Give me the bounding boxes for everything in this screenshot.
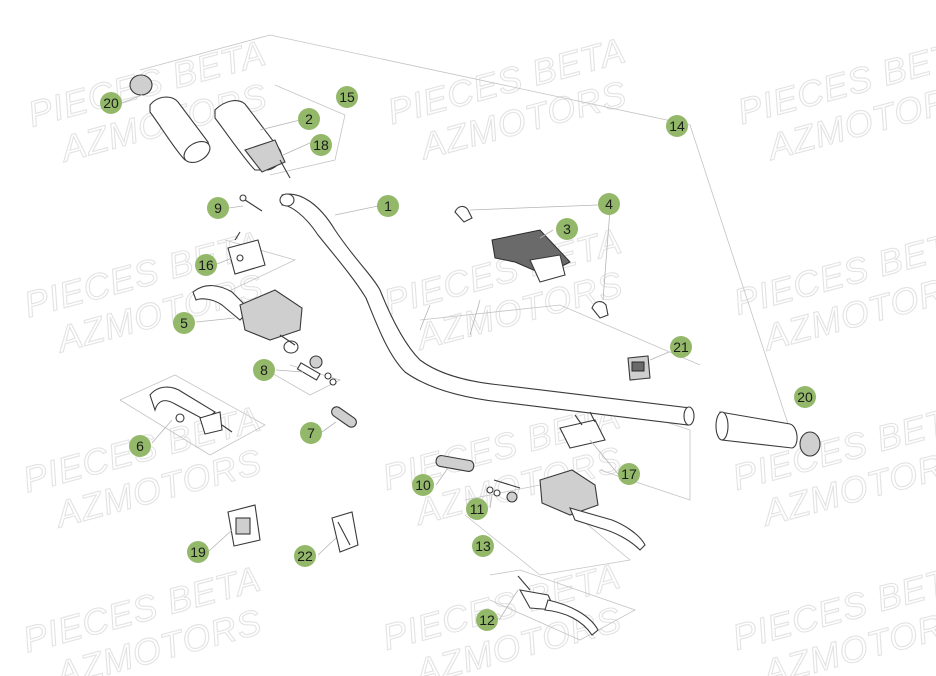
callout-2: 2 — [298, 108, 320, 130]
handlebar — [279, 193, 695, 426]
callout-1: 1 — [377, 195, 399, 217]
svg-text:9: 9 — [214, 200, 222, 216]
pin-7 — [331, 406, 357, 428]
svg-text:8: 8 — [260, 362, 268, 378]
svg-text:6: 6 — [136, 438, 144, 454]
callout-6: 6 — [129, 435, 151, 457]
callout-4: 4 — [598, 193, 620, 215]
callouts: 20 2 15 18 14 1 9 4 — [100, 86, 816, 631]
callout-14: 14 — [666, 115, 688, 137]
bracket-22 — [331, 511, 359, 553]
callout-19: 19 — [187, 541, 209, 563]
reservoir-17 — [559, 411, 606, 449]
callout-22: 22 — [294, 545, 316, 567]
svg-text:20: 20 — [797, 389, 813, 405]
callout-3: 3 — [556, 218, 578, 240]
screw-9 — [239, 194, 263, 212]
master-cylinder-right — [539, 469, 646, 551]
svg-text:13: 13 — [475, 538, 491, 554]
kit-11 — [486, 479, 521, 503]
svg-text:19: 19 — [190, 544, 206, 560]
svg-text:16: 16 — [198, 257, 214, 273]
svg-text:20: 20 — [103, 95, 119, 111]
bar-clamp-3 — [491, 229, 571, 283]
svg-text:18: 18 — [313, 137, 329, 153]
svg-text:17: 17 — [621, 466, 637, 482]
callout-10: 10 — [412, 474, 434, 496]
callout-7: 7 — [300, 422, 322, 444]
clamp-19 — [227, 504, 261, 547]
callout-17: 17 — [618, 463, 640, 485]
callout-9: 9 — [207, 197, 229, 219]
svg-text:3: 3 — [563, 221, 571, 237]
svg-text:21: 21 — [673, 339, 689, 355]
svg-text:22: 22 — [297, 548, 313, 564]
clips-4 — [454, 204, 611, 319]
callout-20-right: 20 — [794, 386, 816, 408]
clamp-16 — [227, 231, 266, 275]
callout-13: 13 — [472, 535, 494, 557]
callout-21: 21 — [670, 336, 692, 358]
master-cylinder-left — [192, 285, 303, 354]
pin-10 — [435, 455, 475, 472]
callout-5: 5 — [173, 312, 195, 334]
svg-text:14: 14 — [669, 118, 685, 134]
right-grip — [715, 411, 821, 457]
callout-18: 18 — [310, 134, 332, 156]
callout-12: 12 — [476, 609, 498, 631]
svg-text:12: 12 — [479, 612, 495, 628]
watermarks: PIECES BETA AZMOTORS PIECES BETA AZMOTOR… — [18, 29, 936, 676]
svg-text:10: 10 — [415, 477, 431, 493]
lever-12 — [517, 575, 599, 636]
svg-text:2: 2 — [305, 111, 313, 127]
callout-11: 11 — [466, 498, 488, 520]
throttle-grip — [214, 100, 291, 179]
left-grip — [129, 74, 211, 164]
callout-15: 15 — [336, 86, 358, 108]
svg-text:5: 5 — [180, 315, 188, 331]
callout-8: 8 — [253, 359, 275, 381]
callout-16: 16 — [195, 254, 217, 276]
lever-6 — [149, 386, 233, 435]
svg-text:1: 1 — [384, 198, 392, 214]
svg-text:15: 15 — [339, 89, 355, 105]
svg-text:7: 7 — [307, 425, 315, 441]
svg-text:11: 11 — [470, 501, 485, 517]
kit-8 — [296, 355, 337, 386]
switch-21 — [627, 355, 651, 381]
leader-lines — [121, 94, 670, 621]
svg-text:4: 4 — [605, 196, 613, 212]
callout-20-left: 20 — [100, 92, 122, 114]
